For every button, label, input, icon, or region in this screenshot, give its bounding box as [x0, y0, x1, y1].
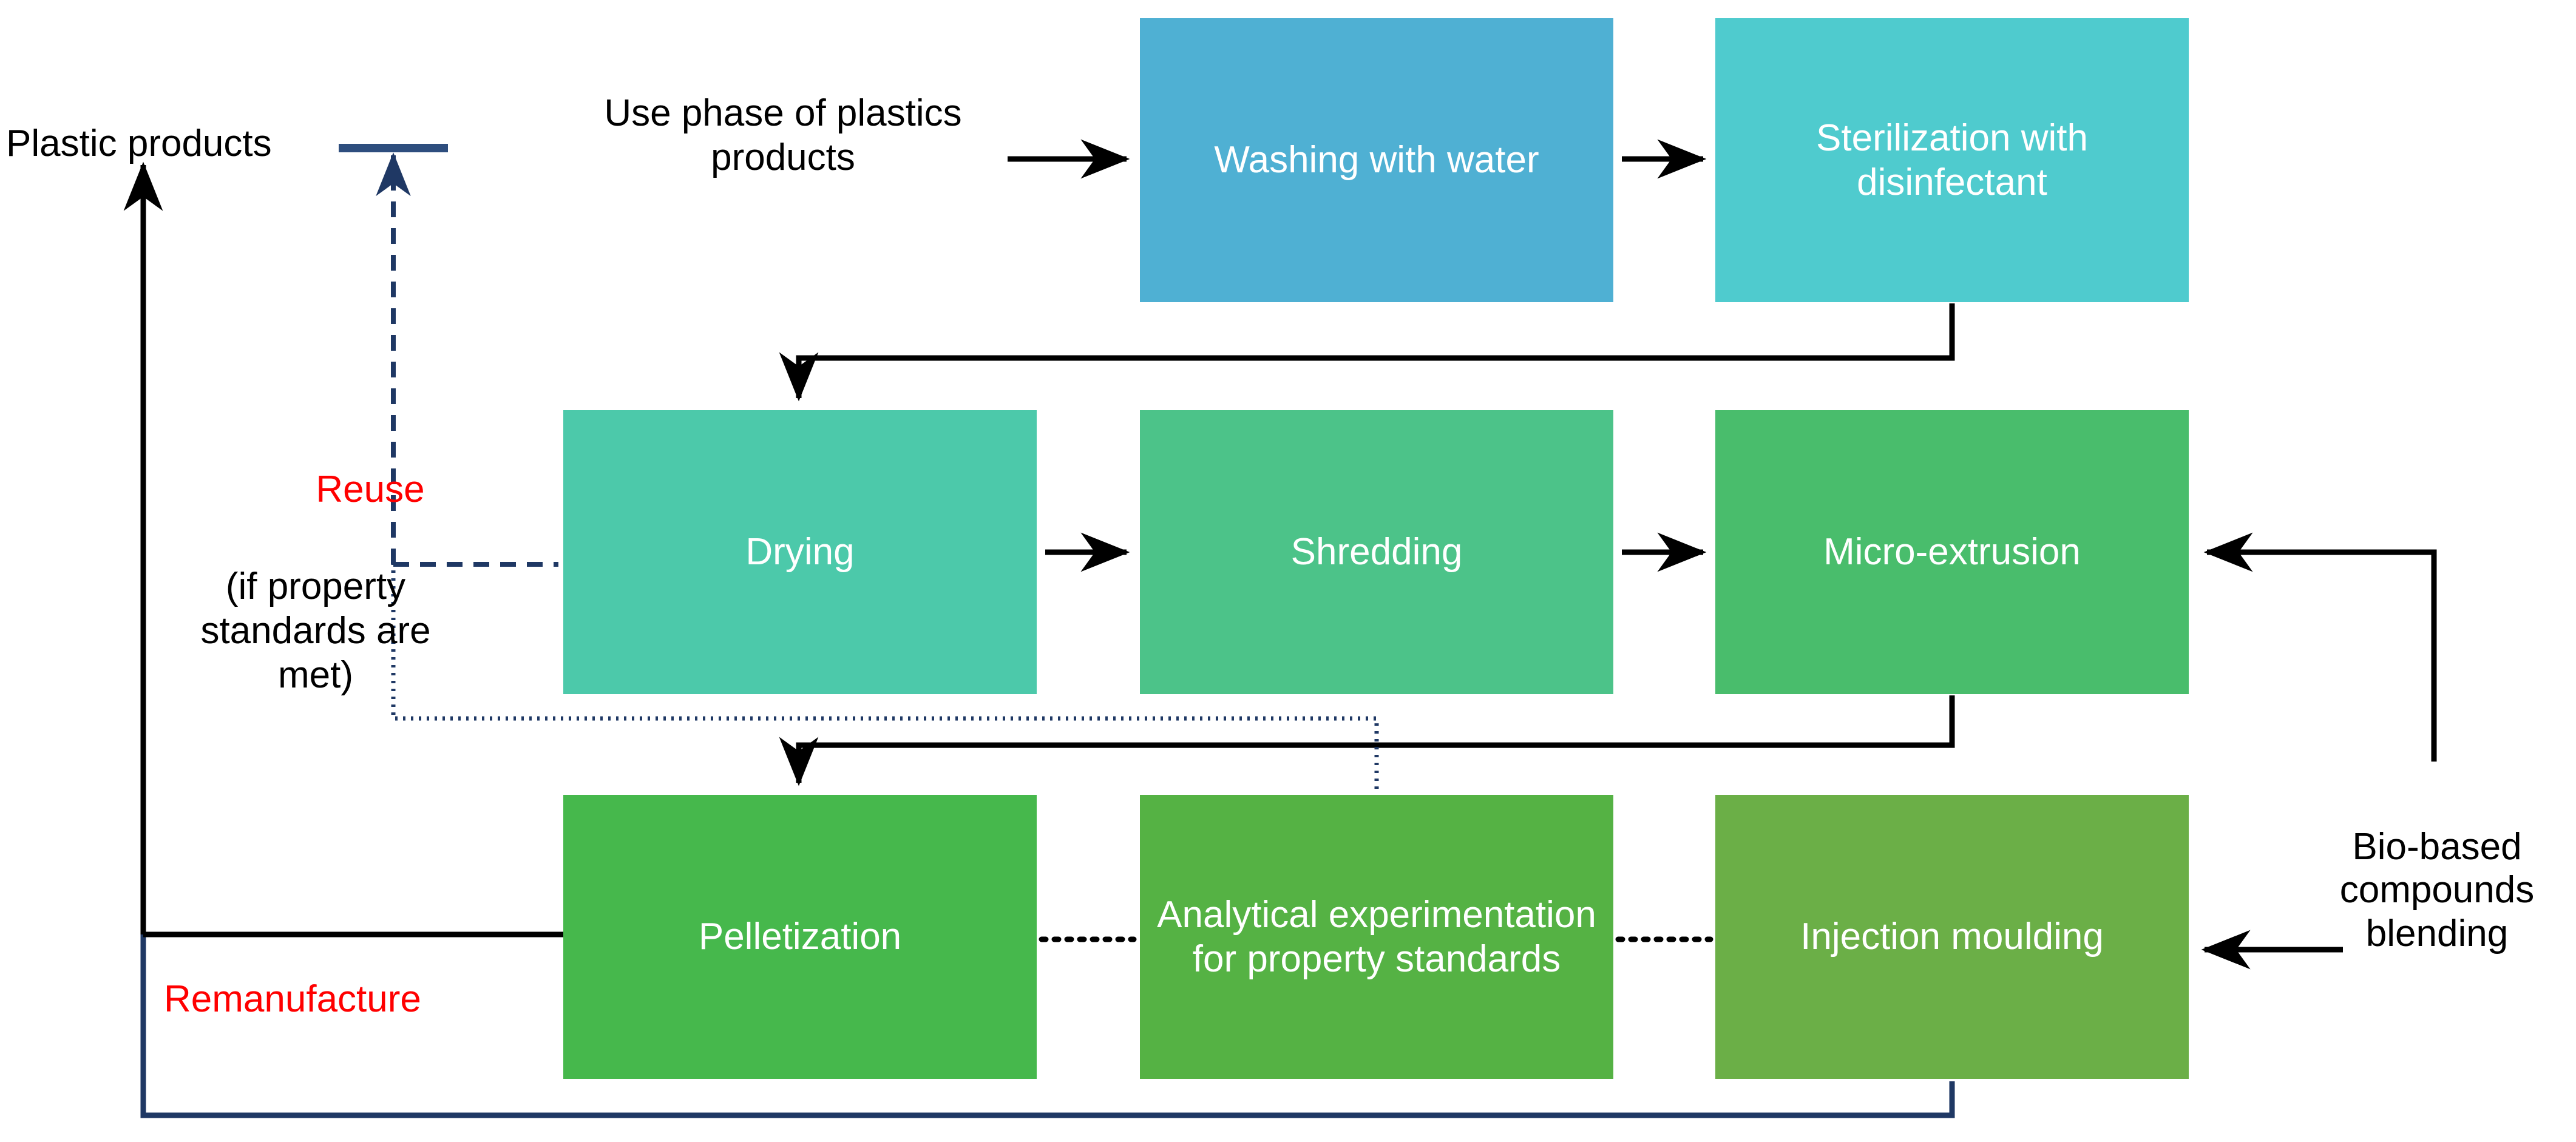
process-box-sterilization[interactable]: Sterilization with disinfectant [1715, 18, 2189, 302]
label-plastic-products: Plastic products [6, 123, 272, 164]
edge-sterilization-to-drying [779, 303, 1955, 402]
process-box-analytical-experimentation-label: Analytical experimentation for property … [1157, 893, 1596, 980]
process-box-micro-extrusion[interactable]: Micro-extrusion [1715, 410, 2189, 694]
edge-biobased-to-microextrusion [2203, 532, 2437, 762]
process-box-washing-label: Washing with water [1214, 139, 1539, 181]
process-box-shredding-label: Shredding [1290, 531, 1463, 573]
process-box-sterilization-label: Sterilization with disinfectant [1816, 117, 2088, 203]
process-box-drying-label: Drying [745, 531, 855, 573]
edge-microextrusion-to-pelletization [779, 695, 1955, 786]
process-box-injection-moulding[interactable]: Injection moulding [1715, 795, 2189, 1079]
process-box-pelletization[interactable]: Pelletization [563, 795, 1037, 1079]
label-reuse-condition: (if property standards are met) [200, 566, 431, 697]
process-box-shredding[interactable]: Shredding [1140, 410, 1613, 694]
process-box-micro-extrusion-label: Micro-extrusion [1823, 531, 2081, 573]
edge-remanufacture-loop [140, 934, 1955, 1118]
label-bio-based-compounds-blending: Bio-based compounds blending [2339, 826, 2535, 954]
label-remanufacture: Remanufacture [164, 978, 421, 1020]
process-box-drying[interactable]: Drying [563, 410, 1037, 694]
process-box-injection-moulding-label: Injection moulding [1800, 916, 2104, 958]
process-box-washing[interactable]: Washing with water [1140, 18, 1613, 302]
process-box-pelletization-label: Pelletization [698, 916, 902, 958]
label-reuse: Reuse [316, 468, 425, 510]
edge-reuse-loop-dotted [391, 564, 1379, 789]
label-use-phase: Use phase of plastics products [604, 92, 962, 179]
process-box-analytical-experimentation[interactable]: Analytical experimentation for property … [1140, 795, 1613, 1079]
